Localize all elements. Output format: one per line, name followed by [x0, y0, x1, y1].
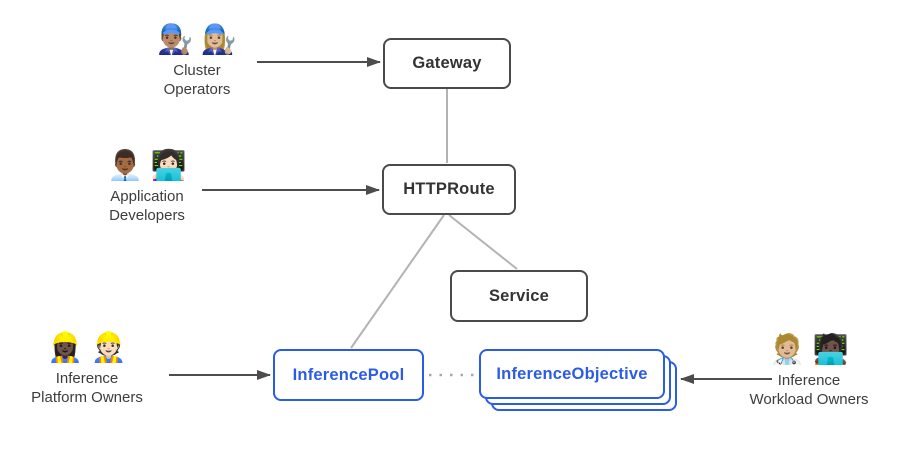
woman-construction-worker-emoji: 👷🏿‍♀️: [47, 330, 84, 364]
actor-label-line: Inference: [777, 372, 841, 389]
cluster-operators-emoji-row: 👨🏽‍🔧 👩🏼‍🔧: [157, 22, 236, 56]
node-gateway: Gateway: [383, 38, 511, 89]
actor-inference-workload-owners: 🧑🏼‍⚕️ 🧑🏿‍💻 Inference Workload Owners: [728, 332, 890, 409]
platform-owners-label: Inference Platform Owners: [31, 369, 143, 407]
dark-technologist-emoji: 🧑🏿‍💻: [812, 332, 849, 366]
workload-owners-emoji-row: 🧑🏼‍⚕️ 🧑🏿‍💻: [769, 332, 848, 366]
actor-label-line: Operators: [163, 81, 231, 98]
woman-mechanic-emoji: 👩🏼‍🔧: [200, 22, 237, 56]
platform-owners-emoji-row: 👷🏿‍♀️ 👷🏻: [47, 330, 126, 364]
actor-cluster-operators: 👨🏽‍🔧 👩🏼‍🔧 Cluster Operators: [127, 22, 267, 99]
actor-label-line: Developers: [109, 207, 185, 224]
actor-label-line: Cluster: [173, 62, 221, 79]
actor-application-developers: 👨🏾‍💼 👩🏻‍💻 Application Developers: [77, 148, 217, 225]
node-inference-objective: InferenceObjective: [479, 349, 665, 399]
man-office-worker-emoji: 👨🏾‍💼: [107, 148, 144, 182]
actor-inference-platform-owners: 👷🏿‍♀️ 👷🏻 Inference Platform Owners: [6, 330, 168, 407]
node-inference-pool: InferencePool: [273, 349, 424, 401]
man-mechanic-emoji: 👨🏽‍🔧: [157, 22, 194, 56]
woman-technologist-emoji: 👩🏻‍💻: [150, 148, 187, 182]
connector-httproute-service: [448, 214, 518, 270]
node-httproute: HTTPRoute: [382, 164, 516, 215]
application-developers-label: Application Developers: [109, 187, 185, 225]
health-worker-emoji: 🧑🏼‍⚕️: [769, 332, 806, 366]
actor-label-line: Application: [110, 188, 184, 205]
man-construction-worker-emoji: 👷🏻: [90, 330, 127, 364]
node-service: Service: [450, 270, 588, 322]
connector-httproute-inferencepool: [350, 214, 445, 349]
actor-label-line: Platform Owners: [31, 389, 143, 406]
application-developers-emoji-row: 👨🏾‍💼 👩🏻‍💻: [107, 148, 186, 182]
cluster-operators-label: Cluster Operators: [164, 61, 231, 99]
workload-owners-label: Inference Workload Owners: [750, 371, 869, 409]
actor-label-line: Workload Owners: [749, 391, 869, 408]
actor-label-line: Inference: [55, 370, 119, 387]
node-inference-objective-stack: InferenceObjective: [479, 349, 677, 411]
